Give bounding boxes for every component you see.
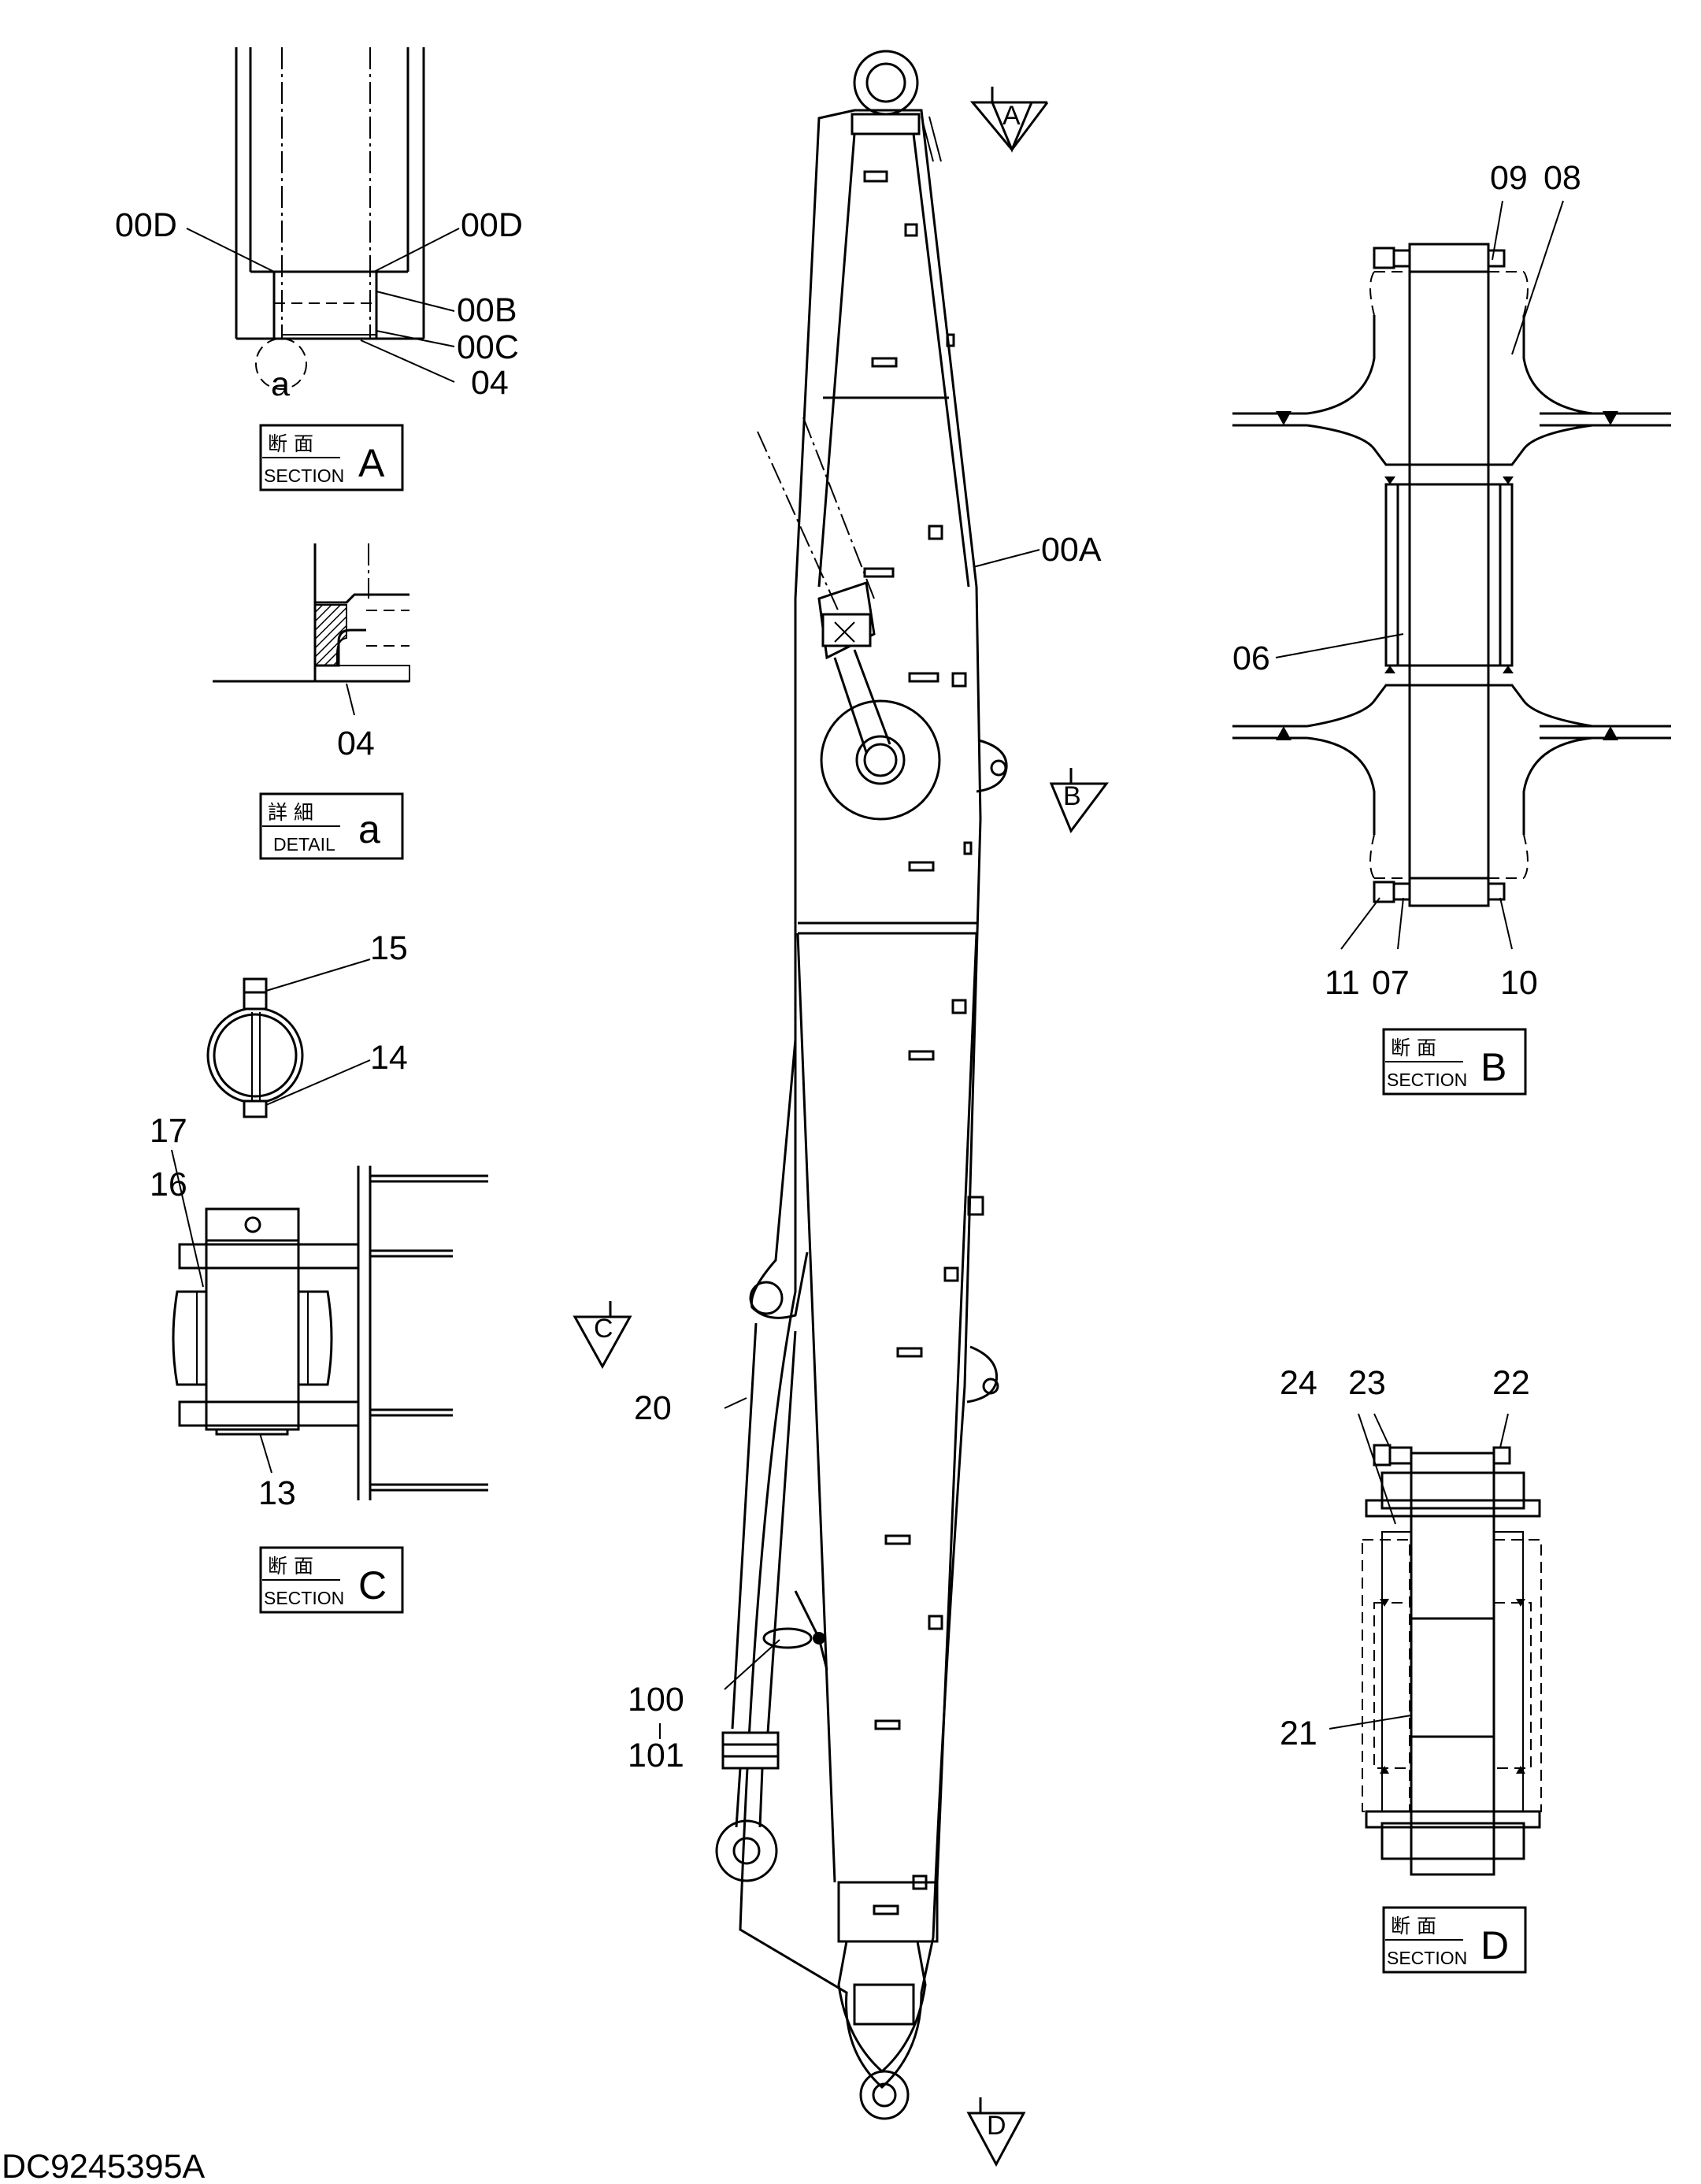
view-arrow-d: D — [966, 2097, 1026, 2167]
svg-text:B: B — [1480, 1045, 1506, 1089]
svg-text:SECTION: SECTION — [1387, 1948, 1467, 1968]
svg-text:D: D — [1480, 1923, 1509, 1967]
view-arrow-b: B — [1049, 768, 1109, 833]
label-10: 10 — [1500, 964, 1538, 1002]
svg-text:B: B — [1063, 781, 1081, 811]
label-00a: 00A — [1041, 531, 1102, 569]
label-00c: 00C — [457, 328, 519, 366]
svg-text:D: D — [987, 2111, 1006, 2141]
svg-text:C: C — [358, 1563, 387, 1607]
label-101: 101 — [628, 1737, 684, 1774]
section-a-leaders — [186, 228, 460, 383]
svg-text:SECTION: SECTION — [264, 465, 344, 486]
svg-text:C: C — [594, 1314, 613, 1344]
label-04-section-a: 04 — [471, 364, 509, 402]
label-17: 17 — [150, 1112, 187, 1150]
label-16: 16 — [150, 1166, 187, 1203]
detail-circle-label: a — [271, 365, 290, 403]
section-d-view — [1329, 1413, 1542, 1876]
label-24: 24 — [1280, 1364, 1317, 1402]
svg-text:断 面: 断 面 — [268, 432, 313, 455]
svg-text:詳 細: 詳 細 — [268, 801, 313, 824]
svg-text:断 面: 断 面 — [1391, 1036, 1436, 1059]
svg-text:断 面: 断 面 — [1391, 1915, 1436, 1937]
section-tag-a: 断 面 SECTION A — [259, 424, 404, 491]
label-23: 23 — [1348, 1364, 1386, 1402]
label-21: 21 — [1280, 1715, 1317, 1752]
detail-a-view — [213, 543, 410, 716]
document-id: DC9245395A — [2, 2148, 206, 2184]
label-13: 13 — [258, 1474, 296, 1512]
label-20: 20 — [634, 1389, 672, 1427]
label-14: 14 — [370, 1039, 408, 1077]
section-c-view — [171, 1149, 488, 1500]
view-arrow-c: C — [573, 1301, 632, 1370]
arm-cylinder — [715, 1039, 828, 1882]
svg-text:A: A — [358, 441, 385, 485]
label-22: 22 — [1492, 1364, 1530, 1402]
svg-text:a: a — [358, 807, 380, 851]
section-a-view — [235, 47, 425, 390]
boom-arm — [739, 50, 1008, 2120]
pin-view — [206, 959, 371, 1118]
view-arrow-a: A — [969, 87, 1049, 153]
label-100: 100 — [628, 1681, 684, 1719]
main-leaders — [724, 549, 1040, 1690]
label-15: 15 — [370, 929, 408, 967]
section-tag-c: 断 面 SECTION C — [259, 1546, 404, 1614]
svg-text:DETAIL: DETAIL — [273, 834, 335, 855]
section-tag-b: 断 面 SECTION B — [1382, 1028, 1527, 1096]
label-09: 09 — [1490, 159, 1528, 197]
label-06: 06 — [1232, 640, 1270, 677]
label-00b: 00B — [457, 291, 517, 329]
label-00d-right: 00D — [461, 206, 523, 244]
section-b-view — [1232, 200, 1671, 950]
svg-text:断 面: 断 面 — [268, 1555, 313, 1578]
detail-tag-a: 詳 細 DETAIL a — [259, 792, 404, 860]
label-08: 08 — [1544, 159, 1581, 197]
label-07: 07 — [1372, 964, 1410, 1002]
bucket-cylinder-upper — [757, 417, 891, 753]
section-tag-d: 断 面 SECTION D — [1382, 1906, 1527, 1974]
svg-text:SECTION: SECTION — [1387, 1070, 1467, 1090]
svg-text:SECTION: SECTION — [264, 1588, 344, 1608]
label-04-detail: 04 — [337, 725, 375, 762]
label-00d-left: 00D — [115, 206, 177, 244]
svg-text:A: A — [1002, 101, 1021, 131]
label-11: 11 — [1325, 964, 1360, 1002]
